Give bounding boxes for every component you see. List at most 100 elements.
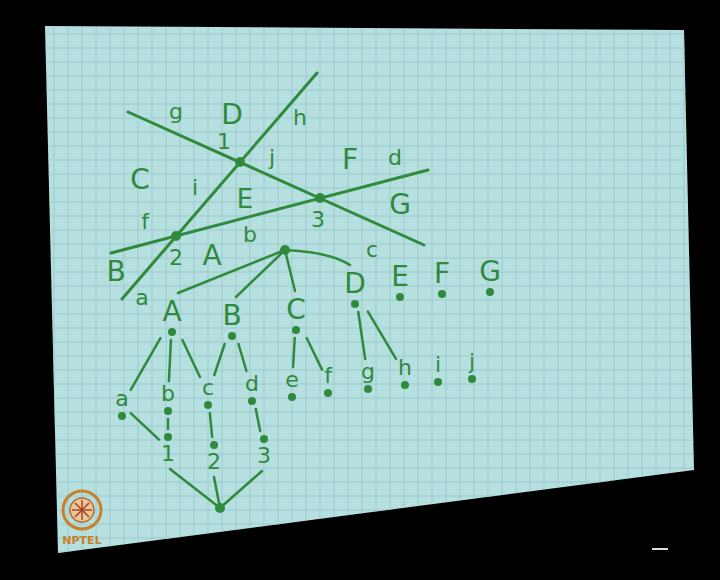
grid-line [0, 538, 720, 539]
grid-line [82, 0, 83, 580]
lattice-edge [182, 340, 200, 377]
grid-line [0, 132, 720, 133]
grid-line [0, 202, 720, 203]
grid-line [124, 0, 125, 580]
lattice-line [178, 250, 285, 293]
lattice-node: B [222, 302, 241, 342]
vertex-dot [171, 231, 181, 241]
lattice-edge [293, 338, 295, 367]
lattice-dot [260, 435, 268, 443]
arrangement-label: f [141, 211, 149, 233]
lattice-edge [307, 338, 322, 370]
lattice-node: E [391, 263, 409, 303]
grid-line [642, 0, 643, 580]
grid-line [460, 0, 461, 580]
grid-line [96, 0, 97, 580]
grid-line [0, 118, 720, 119]
grid-line [0, 342, 720, 343]
grid-line [572, 0, 573, 580]
lattice-line [170, 469, 220, 508]
grid-line [0, 496, 720, 497]
grid-line [628, 0, 629, 580]
grid-line [502, 0, 503, 580]
grid-line [0, 300, 720, 301]
grid-line [292, 0, 293, 580]
lattice-edge [167, 419, 170, 429]
node-letter: i [435, 354, 441, 376]
grid-line [0, 426, 720, 427]
node-letter: D [344, 270, 366, 298]
lattice-dot [288, 393, 296, 401]
node-letter: j [469, 351, 475, 373]
grid-line [208, 0, 209, 580]
lattice-dot [292, 326, 300, 334]
lattice-dot [351, 300, 359, 308]
lattice-dot [210, 441, 218, 449]
grid-line [558, 0, 559, 580]
arrangement-label: 2 [169, 247, 183, 269]
grid-line [0, 398, 720, 399]
node-letter: h [398, 357, 412, 379]
arrangement-label: G [389, 191, 411, 219]
grid-line [0, 524, 720, 525]
grid-line [166, 0, 167, 580]
grid-line [0, 412, 720, 413]
grid-line [432, 0, 433, 580]
lattice-node: F [434, 260, 450, 300]
grid-line [376, 0, 377, 580]
lattice-node: G [479, 258, 501, 298]
grid-line [194, 0, 195, 580]
lattice-node: 1 [161, 431, 175, 465]
lattice-dot [468, 375, 476, 383]
grid-line [600, 0, 601, 580]
grid-line [516, 0, 517, 580]
grid-line [0, 482, 720, 483]
nptel-logo [63, 491, 101, 529]
arrangement-label: h [293, 107, 307, 129]
grid-line [0, 510, 720, 511]
lattice-dot [204, 401, 212, 409]
grid-line [54, 0, 55, 580]
node-letter: b [161, 383, 175, 405]
lattice-line [236, 250, 285, 297]
grid-line [180, 0, 181, 580]
lattice-dot [486, 288, 494, 296]
grid-line [0, 552, 720, 553]
grid-line [0, 244, 720, 245]
arrangement-label: a [135, 287, 148, 309]
lattice-dot [168, 328, 176, 336]
node-letter: e [285, 369, 299, 391]
arrangement-line [128, 112, 424, 245]
grid-line [418, 0, 419, 580]
lattice-line [285, 250, 295, 291]
node-letter: G [479, 258, 501, 286]
arrangement-label: d [388, 147, 402, 169]
lattice-dot [164, 433, 172, 441]
grid-line [656, 0, 657, 580]
grid-line [698, 0, 699, 580]
lattice-node: d [245, 373, 259, 407]
grid-line [0, 468, 720, 469]
lattice-node: 2 [207, 439, 221, 473]
arrangement-label: D [221, 101, 243, 129]
lattice-edge [214, 344, 224, 375]
node-letter: A [162, 298, 181, 326]
grid-line [152, 0, 153, 580]
lattice-line [285, 250, 350, 265]
grid-line [0, 34, 720, 35]
grid-line [0, 454, 720, 455]
lattice-edge [131, 413, 159, 439]
photo-mark [652, 548, 668, 550]
arrangement-label: b [243, 224, 257, 246]
grid-line [0, 104, 720, 105]
grid-line [0, 146, 720, 147]
grid-line [264, 0, 265, 580]
grid-line [684, 0, 685, 580]
arrangement-label: A [202, 242, 221, 270]
lattice-node: f [324, 365, 332, 399]
lattice-node: e [285, 369, 299, 403]
grid-line [0, 90, 720, 91]
grid-line [474, 0, 475, 580]
grid-line [278, 0, 279, 580]
